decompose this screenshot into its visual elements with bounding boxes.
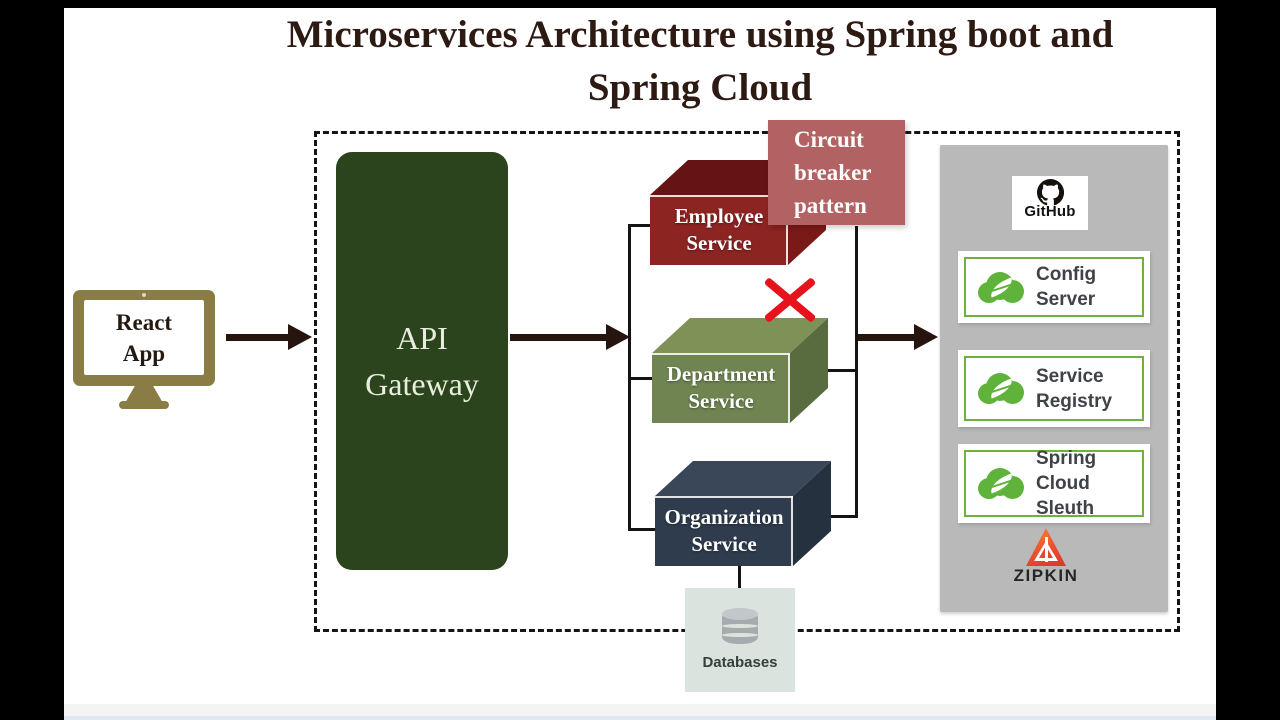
department-service-label-line-2: Service <box>688 389 754 413</box>
arrow-head-icon <box>914 324 938 350</box>
arrow-shaft <box>510 334 608 341</box>
monitor-stand-neck <box>125 386 163 403</box>
circuit-breaker-line-3: pattern <box>794 193 867 218</box>
spring-cloud-sleuth-label-line-1: Spring Cloud <box>1036 448 1097 494</box>
service-registry-label-line-2: Registry <box>1036 390 1113 412</box>
box-front-face: Department Service <box>652 353 790 423</box>
organization-service-label-line-2: Service <box>691 532 757 556</box>
monitor-camera-dot <box>142 293 146 297</box>
service-registry-label-line-1: Service <box>1036 365 1104 387</box>
databases-node: Databases <box>685 588 795 692</box>
spring-cloud-leaf-icon <box>978 373 1024 404</box>
spring-cloud-leaf-icon <box>978 468 1024 499</box>
organization-right-stub <box>821 515 858 518</box>
organization-service-label-line-1: Organization <box>664 505 784 529</box>
arrow-head-icon <box>606 324 630 350</box>
diagram-title: Microservices Architecture using Spring … <box>180 8 1220 114</box>
red-x-icon <box>764 276 816 324</box>
arrow-head-icon <box>288 324 312 350</box>
databases-label: Databases <box>702 654 778 671</box>
api-gateway-node: API Gateway <box>336 152 508 570</box>
api-gateway-label-line-1: API <box>396 320 448 356</box>
title-line-2: Spring Cloud <box>587 66 813 109</box>
employee-service-label-line-1: Employee <box>674 204 764 228</box>
zipkin-label: ZIPKIN <box>1013 566 1079 585</box>
config-server-label-line-2: Server <box>1036 289 1096 310</box>
department-right-stub <box>826 369 858 372</box>
github-octocat-icon <box>1036 179 1064 206</box>
box-front-face: Organization Service <box>655 496 793 566</box>
react-app-label-line-1: React <box>115 309 173 335</box>
department-left-stub <box>628 377 655 380</box>
organization-to-databases-line <box>738 564 741 590</box>
employee-service-label-line-2: Service <box>686 231 752 255</box>
spring-cloud-sleuth-node: Spring Cloud Sleuth <box>958 444 1150 523</box>
github-node: GitHub <box>1012 176 1088 230</box>
zipkin-needle <box>1045 537 1048 562</box>
organization-service-node: Organization Service <box>655 461 831 566</box>
database-cylinder-icon <box>722 608 758 646</box>
api-gateway-label-line-2: Gateway <box>365 366 479 402</box>
monitor-stand-base <box>119 401 169 409</box>
react-app-node: React App <box>84 300 204 375</box>
arrow-services-to-infra <box>856 324 938 350</box>
circuit-breaker-callout: Circuit breaker pattern <box>768 120 905 225</box>
spring-cloud-leaf-icon <box>978 271 1024 303</box>
arrow-shaft <box>856 334 916 341</box>
department-service-label-line-1: Department <box>666 362 776 386</box>
circuit-breaker-line-2: breaker <box>794 160 872 185</box>
spring-cloud-sleuth-label-line-2: Sleuth <box>1036 498 1095 519</box>
department-service-node: Department Service <box>652 318 828 423</box>
employee-left-stub <box>628 224 652 227</box>
circuit-breaker-line-1: Circuit <box>794 127 864 152</box>
bottom-edge-line <box>64 716 1216 720</box>
right-bracket-line <box>855 226 858 518</box>
config-server-label-line-1: Config <box>1036 264 1097 285</box>
react-app-label-line-2: App <box>122 340 166 366</box>
arrow-shaft <box>226 334 290 341</box>
arrow-client-to-gateway <box>226 324 312 350</box>
organization-left-stub <box>628 528 658 531</box>
title-line-1: Microservices Architecture using Spring … <box>286 13 1114 56</box>
arrow-gateway-to-services <box>510 324 630 350</box>
github-label: GitHub <box>1024 203 1076 220</box>
config-server-node: Config Server <box>958 251 1150 323</box>
box-front-face: Employee Service <box>650 195 788 265</box>
service-registry-node: Service Registry <box>958 350 1150 427</box>
